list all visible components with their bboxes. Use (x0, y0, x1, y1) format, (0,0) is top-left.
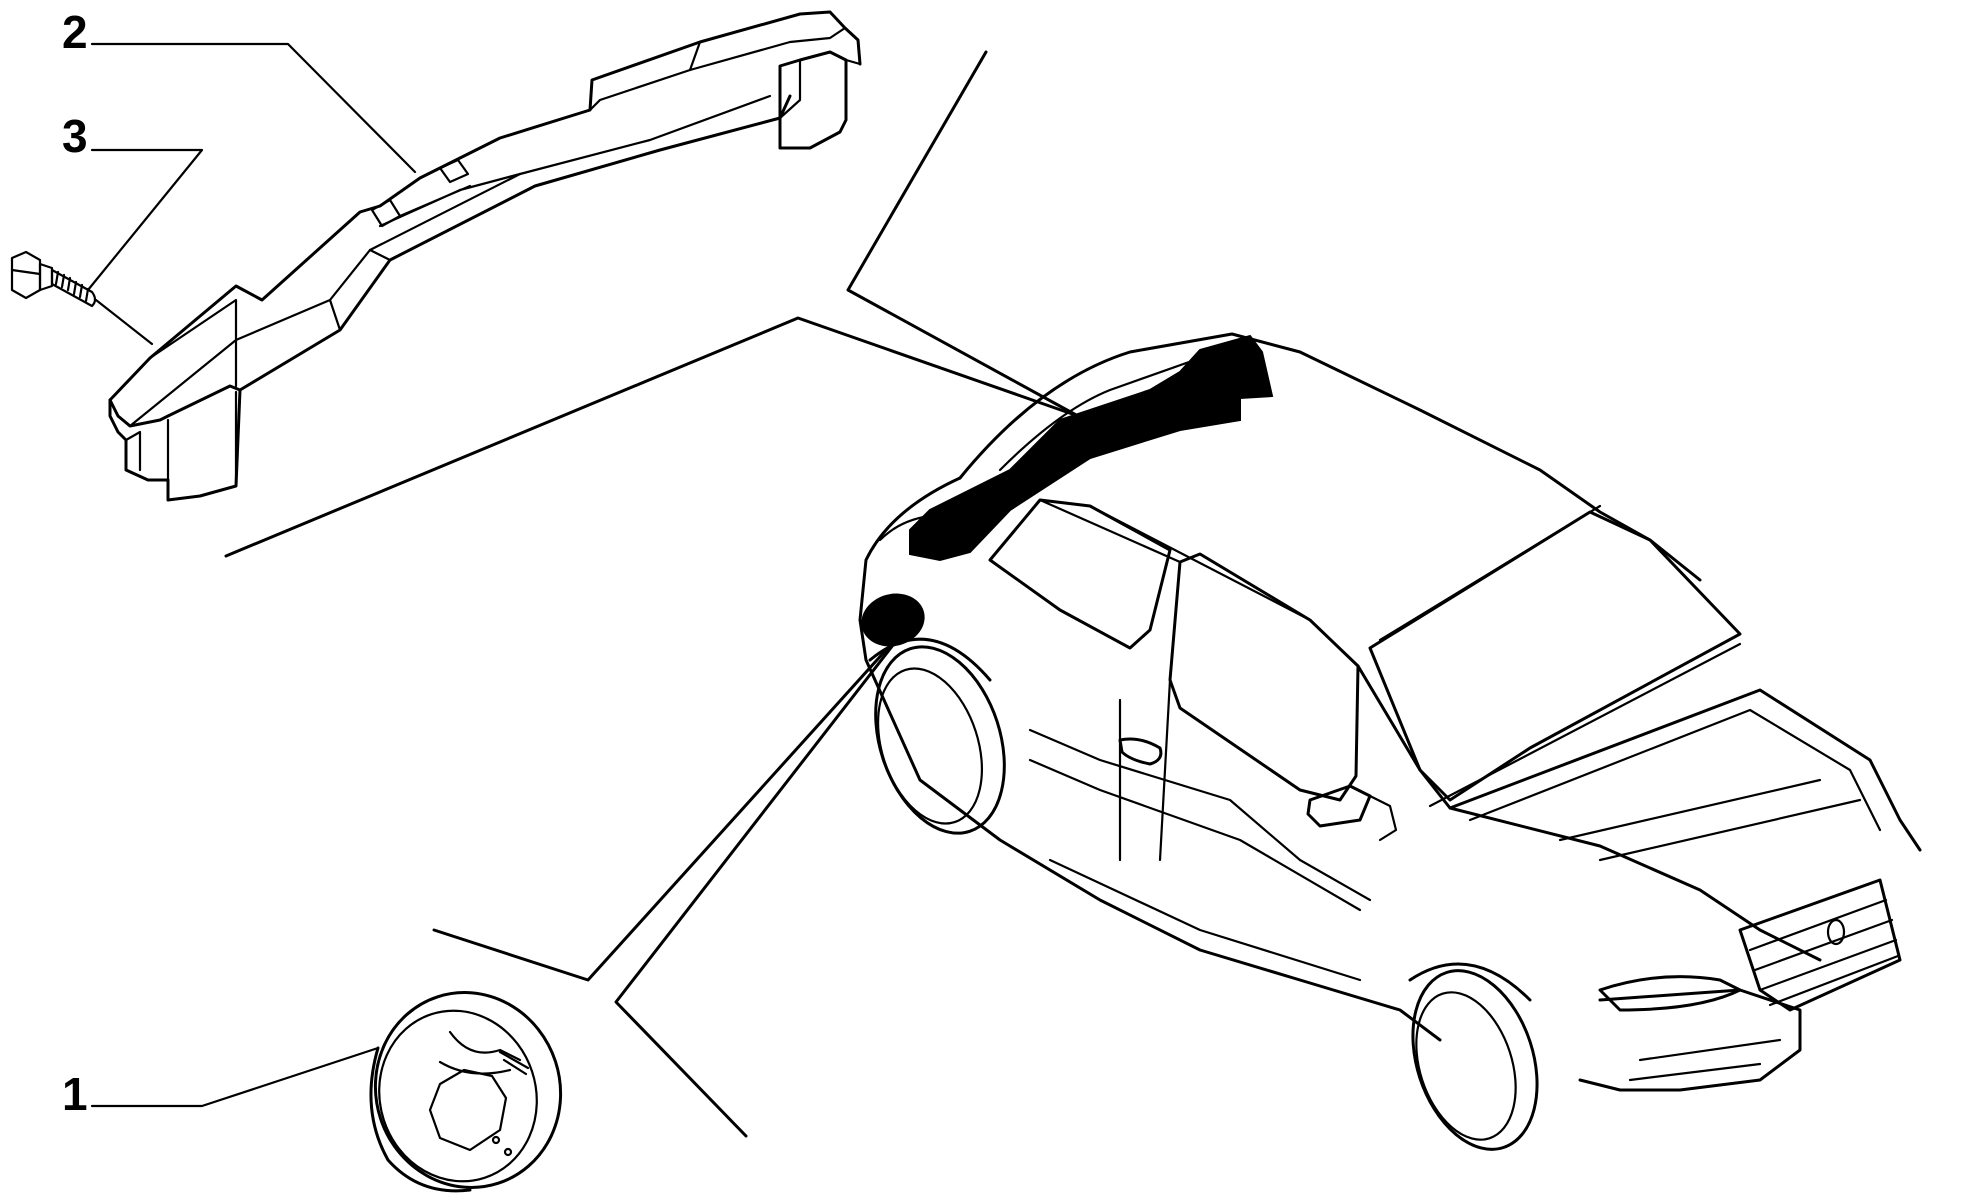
callout-2-label: 2 (62, 6, 88, 58)
rear-side-window (988, 498, 1172, 650)
socket-guide-upper (432, 648, 888, 982)
guide-lines (224, 50, 1080, 1138)
rear-wheel (868, 637, 1006, 835)
roof-rail-bracket-part (108, 10, 862, 502)
socket-highlight (861, 593, 925, 647)
door-handle (1118, 737, 1163, 766)
callout-2: 2 (62, 6, 417, 174)
socket-housing-part (369, 991, 563, 1193)
callout-3-leader (86, 148, 204, 292)
windshield (1368, 510, 1742, 802)
callout-1-leader (90, 1046, 380, 1108)
front-wheel (1408, 962, 1539, 1151)
front-grille (1738, 878, 1902, 1012)
car-illustration (858, 332, 1922, 1151)
roof-guide-upper (846, 50, 1080, 418)
socket-guide-lower (614, 634, 902, 1138)
bolt-part (10, 250, 154, 346)
brand-badge-icon (1826, 918, 1846, 946)
callout-1-label: 1 (62, 1068, 88, 1120)
roof-rail-highlight (909, 334, 1274, 562)
callout-2-leader (90, 42, 417, 174)
roof-guide-lower (224, 316, 1080, 558)
headlight (1598, 975, 1742, 1012)
callout-1: 1 (62, 1046, 380, 1120)
side-mirror (1306, 784, 1372, 828)
callout-3-label: 3 (62, 110, 88, 162)
front-side-window (1168, 552, 1360, 802)
callout-3: 3 (62, 110, 204, 292)
